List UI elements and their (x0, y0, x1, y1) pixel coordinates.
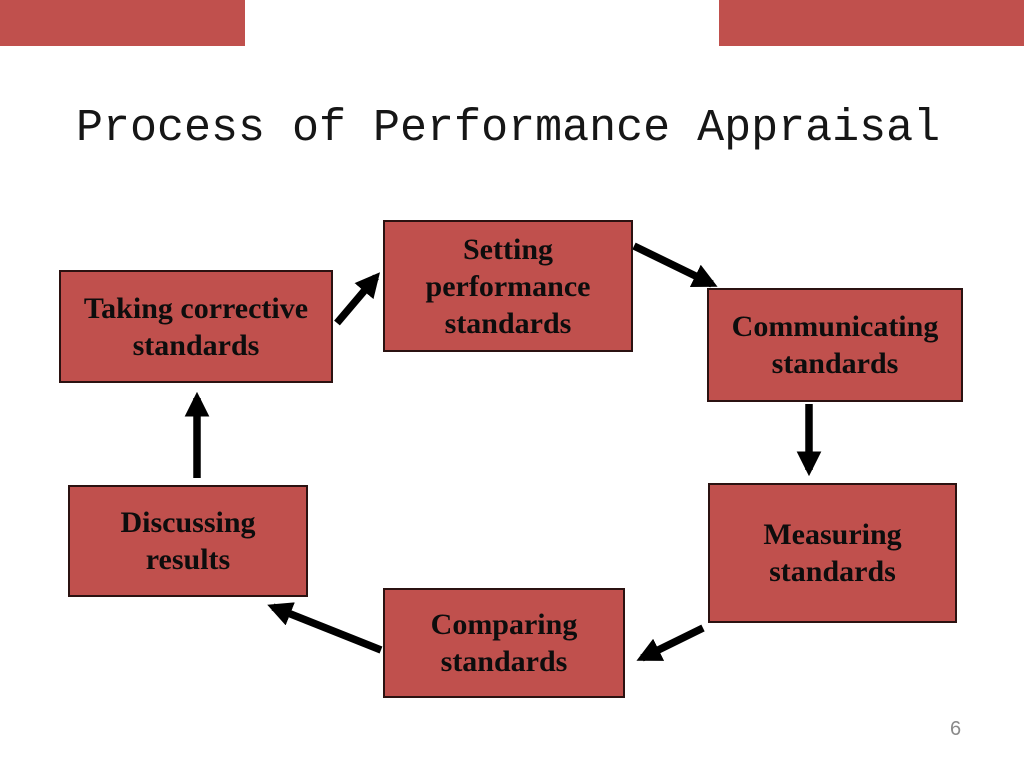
box-label: Communicating standards (731, 310, 939, 380)
arrow-measuring-to-comparing (636, 624, 705, 662)
box-label: Taking corrective standards (83, 291, 309, 362)
box-label: Discussing results (120, 506, 256, 576)
process-box-setting-performance-standards: Setting performance standards (383, 220, 633, 352)
box-label: Comparing standards (430, 608, 578, 678)
box-label: Setting performance standards (425, 232, 591, 340)
box-label: Measuring standards (763, 518, 902, 588)
page-number: 6 (950, 718, 962, 740)
process-box-measuring-standards: Measuring standards (708, 483, 957, 623)
process-box-taking-corrective-standards: Taking corrective standards (59, 270, 333, 383)
top-left-accent-bar (0, 0, 245, 46)
arrow-setting-to-communicating (632, 242, 718, 288)
slide-title: Process of Performance Appraisal (76, 103, 941, 154)
process-box-discussing-results: Discussing results (68, 485, 308, 597)
process-box-communicating-standards: Communicating standards (707, 288, 963, 402)
arrow-taking-to-setting (334, 272, 381, 326)
process-box-comparing-standards: Comparing standards (383, 588, 625, 698)
top-right-accent-bar (719, 0, 1024, 46)
arrow-comparing-to-discussing (267, 602, 383, 654)
